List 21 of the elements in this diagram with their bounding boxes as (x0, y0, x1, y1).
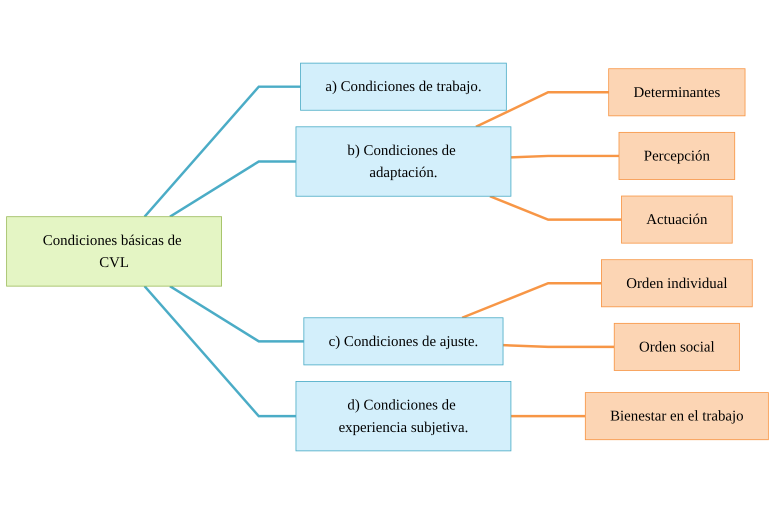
node-box: Percepción (618, 132, 736, 180)
node-box: Actuación (621, 196, 733, 244)
connector (510, 414, 586, 418)
connector (510, 154, 619, 159)
node-box: Orden social (614, 322, 740, 371)
node-box: Orden individual (601, 259, 753, 308)
connector (169, 160, 296, 218)
node-box: b) Condiciones de adaptación. (296, 126, 512, 197)
connector (462, 282, 602, 319)
connector (144, 285, 296, 418)
node-box: d) Condiciones de experiencia subjetiva. (296, 381, 512, 452)
connector (489, 195, 622, 221)
node-box: Determinantes (608, 68, 746, 116)
connector (475, 91, 609, 128)
connector (169, 285, 304, 343)
node-box: a) Condiciones de trabajo. (300, 62, 507, 111)
node-box: Bienestar en el trabajo (584, 392, 769, 440)
node-box: Condiciones básicas de CVL (6, 216, 222, 287)
connector (502, 344, 614, 348)
node-box: c) Condiciones de ajuste. (303, 317, 504, 366)
connector (144, 85, 301, 218)
